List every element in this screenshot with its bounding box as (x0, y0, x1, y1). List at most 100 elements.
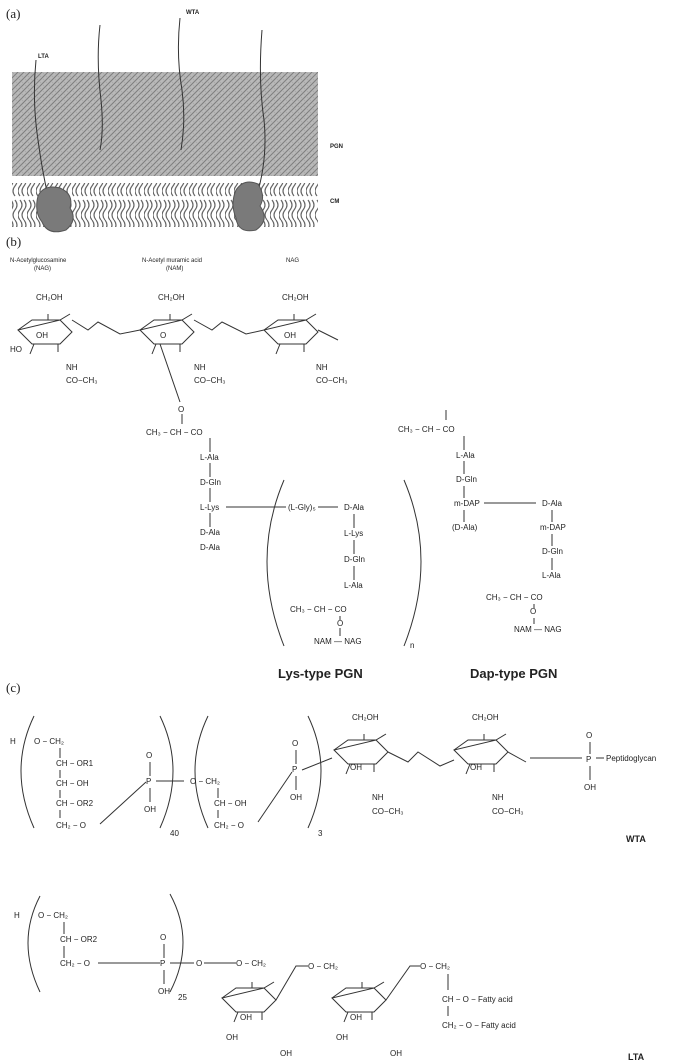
lys-stem-2: D-Gln (200, 478, 221, 487)
wta-strand-2 (177, 17, 185, 151)
lta-glyc-0: O − CH₂ (420, 962, 450, 971)
wta-ring2-coch3: CO−CH₃ (492, 807, 523, 816)
nag-header: N-Acetylglucosamine (10, 258, 67, 264)
lys-stem-0: CH₃ − CH − CO (146, 428, 203, 437)
nam-nh: NH (194, 363, 206, 372)
wta-ring-links (387, 751, 527, 767)
lta-ring2-oh: OH (350, 1013, 362, 1022)
nam-o: O (160, 331, 166, 340)
panel-a-label: (a) (6, 6, 20, 21)
glycosidic-bonds (71, 319, 339, 341)
nag2-nh: NH (316, 363, 328, 372)
wta-p-2: P (292, 765, 297, 774)
wta-p-1-oh: OH (144, 805, 156, 814)
panel-c: (c) H O − CH₂ CH − OR1 CH − OH CH − OR2 … (6, 680, 656, 1062)
wta-ring2-ch2oh: CH₂OH (472, 713, 499, 722)
lys-type-title: Lys-type PGN (278, 666, 363, 681)
panel-a: (a) WTA LTA PGN CM (6, 6, 343, 233)
nag-oh: OH (36, 331, 48, 340)
lta-bracket-right (169, 893, 184, 993)
wta-ring1-oh: OH (350, 763, 362, 772)
membrane-protein-right (232, 181, 265, 232)
wta-bracket-1-left (20, 715, 35, 829)
lta-ring1-oh2: OH (226, 1033, 238, 1042)
wta-sugar-link (301, 757, 333, 771)
peptidoglycan-label: Peptidoglycan (606, 754, 656, 763)
wta-strand-1 (97, 24, 103, 151)
dap-stem-0: CH₃ − CH − CO (398, 425, 455, 434)
nag2-header: NAG (286, 258, 299, 264)
dap-stem-1: L-Ala (456, 451, 475, 460)
wta-left-3: CH − OH (56, 779, 89, 788)
wta-label: WTA (186, 10, 200, 16)
lta-p-oh: OH (158, 987, 170, 996)
wta-left-5: CH₂ − O (56, 821, 86, 830)
lta-p-o: O (160, 933, 166, 942)
lta-o-1: O (196, 959, 202, 968)
nam-ring (139, 313, 195, 355)
nag2-ch2oh: CH₂OH (282, 293, 309, 302)
lys-rep-5: O (337, 619, 343, 628)
lta-ring-links (275, 965, 420, 1001)
peptidoglycan-layer (12, 72, 318, 176)
lta-ring1-oh: OH (240, 1013, 252, 1022)
nag-ho: HO (10, 345, 22, 354)
lys-rep-1: L-Lys (344, 529, 363, 538)
wta-mid-0: O − CH₂ (190, 777, 220, 786)
nag2-oh: OH (284, 331, 296, 340)
lta-glyc-1: CH − O − Fatty acid (442, 995, 513, 1004)
wta-end-p-bonds (530, 742, 604, 780)
lys-rep-3: L-Ala (344, 581, 363, 590)
dap-stem-4: (D-Ala) (452, 523, 478, 532)
dap-right-1: m-DAP (540, 523, 566, 532)
wta-ring2-oh: OH (470, 763, 482, 772)
wta-bracket-1-right (159, 715, 174, 829)
lta-title: LTA (628, 1052, 645, 1062)
lta-left-3: CH₂ − O (60, 959, 90, 968)
lta-strand-right (255, 29, 266, 199)
wta-n1: 40 (170, 829, 179, 838)
pgn-label: PGN (330, 144, 343, 150)
dap-stem-3: m-DAP (454, 499, 480, 508)
lta-h: H (14, 911, 20, 920)
wta-title: WTA (626, 834, 646, 844)
lys-bracket-left (266, 479, 285, 647)
panel-b: (b) N-Acetylglucosamine (NAG) N-Acetyl m… (6, 234, 566, 681)
dap-stem-bonds (445, 410, 536, 522)
lta-label: LTA (38, 54, 49, 60)
wta-bracket-2-right (307, 715, 322, 829)
wta-mid-2: CH₂ − O (214, 821, 244, 830)
dap-right-5: O (530, 607, 536, 616)
lys-bridge: (L-Gly)₅ (288, 503, 316, 512)
panel-b-label: (b) (6, 234, 21, 249)
wta-ring2-nh: NH (492, 793, 504, 802)
wta-ring1-nh: NH (372, 793, 384, 802)
lta-left-bonds (63, 922, 160, 964)
lys-rep-4: CH₃ − CH − CO (290, 605, 347, 614)
nam-header: N-Acetyl muramic acid (142, 258, 202, 264)
lta-left-2: CH − OR2 (60, 935, 98, 944)
wta-p-1-bonds (99, 762, 184, 825)
wta-h: H (10, 737, 16, 746)
lactyl-link (159, 343, 183, 424)
wta-end-p-oh: OH (584, 783, 596, 792)
lys-stem-1: L-Ala (200, 453, 219, 462)
lys-stem-bonds (209, 438, 286, 527)
lys-rep-6: NAM — NAG (314, 637, 362, 646)
dap-right-2: D-Gln (542, 547, 563, 556)
lta-ch2-mid: O − CH₂ (308, 962, 338, 971)
lys-bracket-right (403, 479, 422, 647)
lys-stem-3: L-Lys (200, 503, 219, 512)
lactyl-o: O (178, 405, 184, 414)
nag-coch3: CO−CH₃ (66, 376, 97, 385)
panel-c-label: (c) (6, 680, 20, 695)
wta-end-p-o: O (586, 731, 592, 740)
lys-stem-5: D-Ala (200, 543, 221, 552)
lta-p: P (160, 959, 165, 968)
nag-nh: NH (66, 363, 78, 372)
lta-bracket-left (27, 895, 41, 993)
lta-left-1: O − CH₂ (38, 911, 68, 920)
wta-p-1: P (146, 777, 151, 786)
lta-ring2-oh3: OH (390, 1049, 402, 1058)
